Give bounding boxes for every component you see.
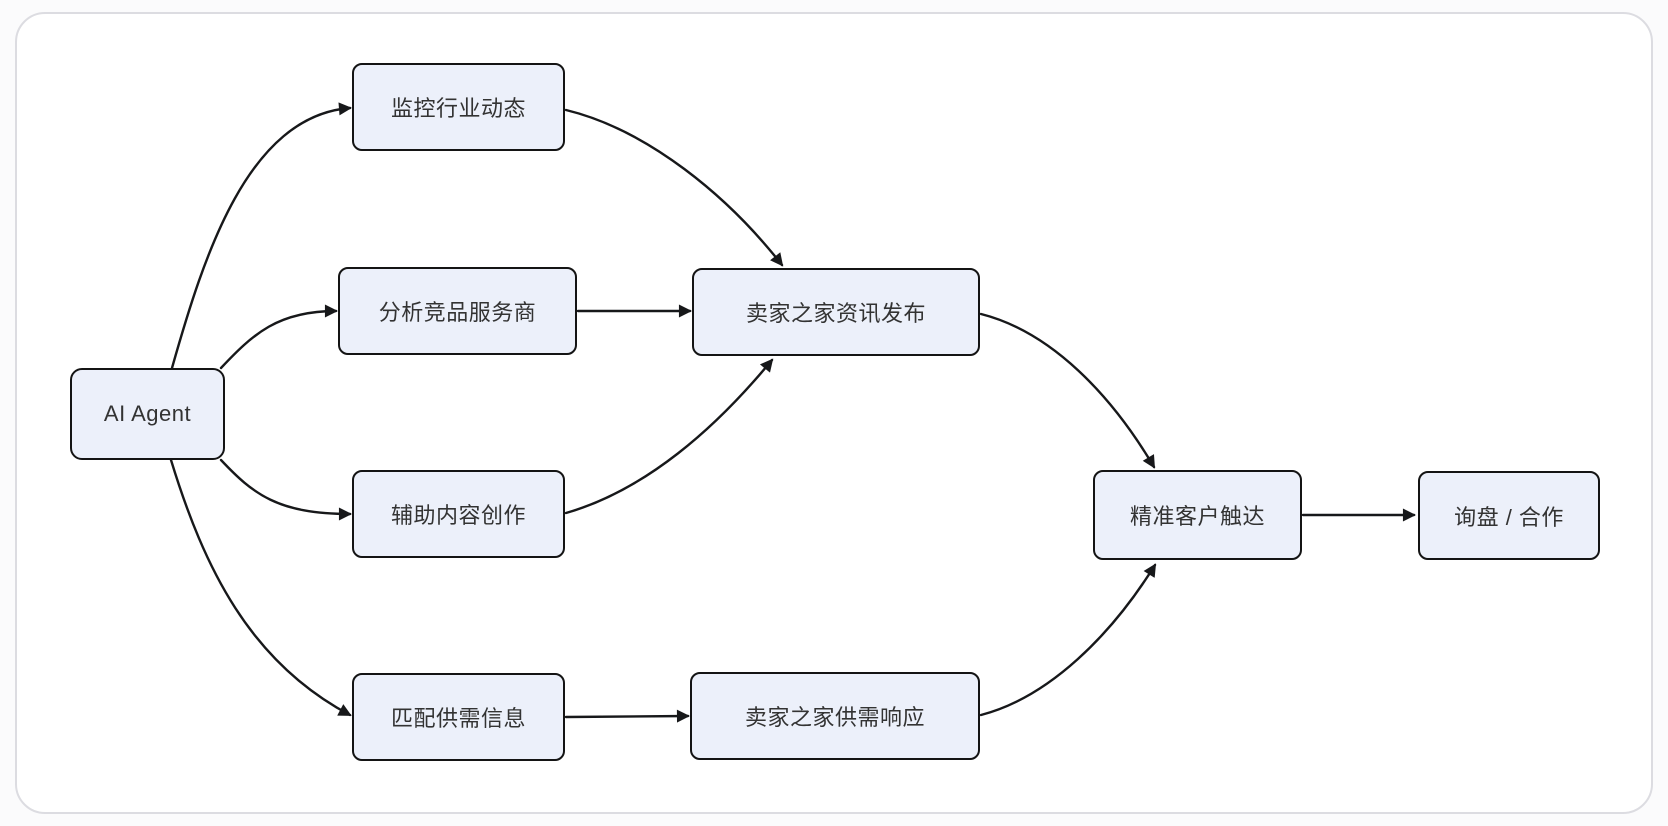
node-news-publish-label: 卖家之家资讯发布 [745, 301, 926, 326]
node-supply-response: 卖家之家供需响应 [690, 672, 980, 760]
node-supply-response-label: 卖家之家供需响应 [744, 705, 925, 730]
node-ai-agent-label: AI Agent [103, 401, 192, 426]
node-match-supply-demand: 匹配供需信息 [352, 673, 565, 761]
node-match-label: 匹配供需信息 [390, 706, 526, 731]
node-customer-reach-label: 精准客户触达 [1129, 504, 1265, 529]
node-inquiry-label: 询盘 / 合作 [1454, 504, 1564, 530]
node-monitor-label: 监控行业动态 [390, 96, 526, 121]
node-inquiry-cooperation: 询盘 / 合作 [1418, 471, 1600, 560]
node-content-label: 辅助内容创作 [390, 503, 526, 528]
node-analyze-label: 分析竞品服务商 [378, 300, 537, 325]
node-news-publish: 卖家之家资讯发布 [692, 268, 980, 356]
node-monitor-industry-trends: 监控行业动态 [352, 63, 565, 151]
node-analyze-competitors: 分析竞品服务商 [338, 267, 577, 355]
node-assist-content-creation: 辅助内容创作 [352, 470, 565, 558]
node-ai-agent: AI Agent [70, 368, 225, 460]
node-customer-reach: 精准客户触达 [1093, 470, 1302, 560]
